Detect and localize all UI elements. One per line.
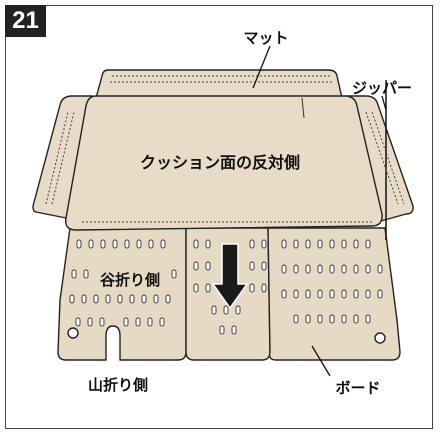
- label-mountain-fold-side: 山折り側: [88, 376, 148, 394]
- board-hole-right: [374, 332, 386, 344]
- slots-right: [281, 239, 383, 324]
- mat-main-body: [65, 95, 383, 231]
- mat-back-stitch: [110, 75, 334, 83]
- zipper-leader-line: [381, 95, 387, 111]
- slots-middle: [193, 239, 267, 335]
- board-slots: [69, 239, 383, 335]
- mat: [32, 69, 414, 231]
- step-number-badge: 21: [5, 5, 46, 37]
- board-hole-left: [67, 327, 79, 339]
- down-arrow-icon: [211, 243, 249, 310]
- label-cushion-opposite-side: クッション面の反対側: [140, 153, 300, 172]
- label-mat: マット: [243, 29, 288, 47]
- label-board: ボード: [335, 379, 380, 397]
- label-zipper: ジッパー: [352, 79, 412, 97]
- slots-left: [69, 239, 177, 327]
- mat-leader-line: [252, 45, 271, 89]
- valley-fold-label-bg: [90, 268, 170, 290]
- board-left-panel: [57, 227, 187, 361]
- mat-right-flap-stitch: [365, 111, 405, 205]
- board-leader-line: [311, 345, 331, 377]
- mat-crease: [301, 97, 305, 119]
- mat-back-strip: [95, 69, 343, 99]
- label-valley-fold-side: 谷折り側: [100, 271, 160, 289]
